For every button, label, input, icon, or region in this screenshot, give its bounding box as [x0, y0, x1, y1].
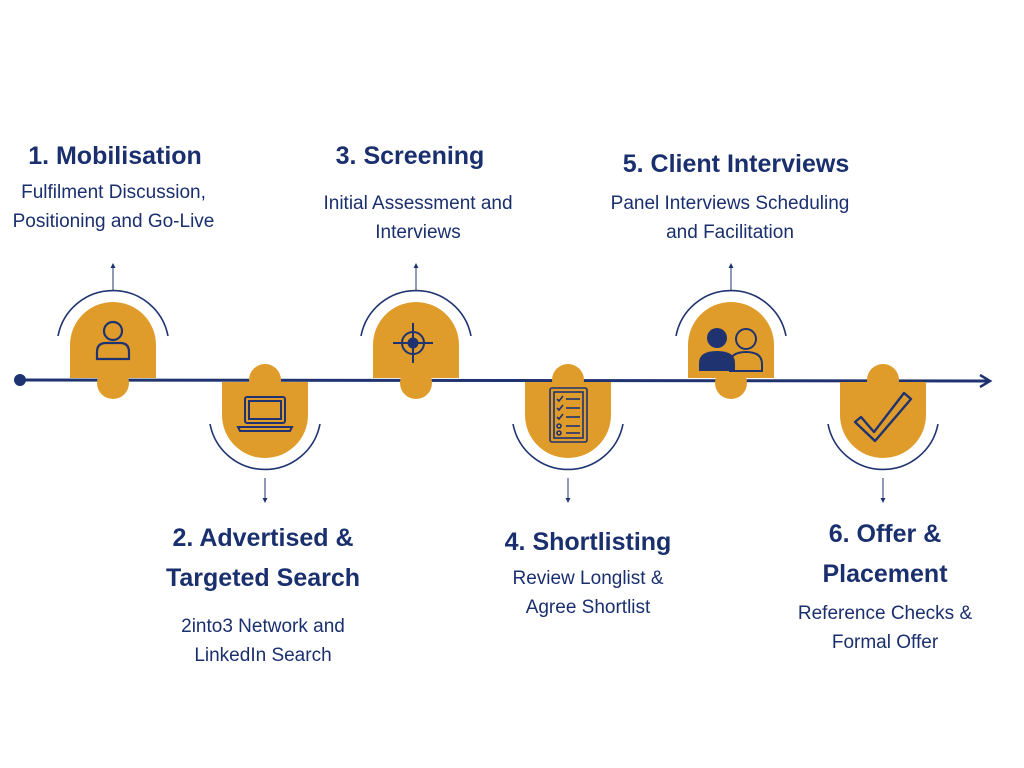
timeline-arrowhead [979, 373, 993, 389]
step-1-badge-tail [97, 367, 129, 399]
step-2-title: 2. Advertised & Targeted Search [165, 524, 361, 592]
step-1-description: Fulfilment Discussion, Positioning and G… [12, 182, 215, 232]
step-6-description: Reference Checks & Formal Offer [797, 603, 973, 653]
laptop-icon [236, 396, 294, 432]
timeline [14, 373, 993, 389]
step-4-arc [512, 423, 624, 471]
step-2-node [209, 364, 321, 503]
step-3-title: 3. Screening [335, 142, 485, 170]
step-5-node [675, 263, 787, 399]
step-6-title: 6. Offer & Placement [822, 520, 948, 588]
step-2-badge-tail [249, 364, 281, 396]
step-2-connector-arrow [262, 498, 268, 503]
step-2-description: 2into3 Network and LinkedIn Search [181, 616, 345, 666]
step-2-arc [209, 423, 321, 471]
step-6-node [827, 364, 939, 503]
person-icon [95, 320, 131, 361]
timeline-line [19, 378, 989, 383]
step-6-badge-tail [867, 364, 899, 396]
checkmark-icon [853, 391, 913, 443]
step-5-arc [675, 289, 787, 337]
step-5-badge-tail [715, 367, 747, 399]
step-3-description: Initial Assessment and Interviews [323, 193, 513, 243]
step-3-connector-arrow [413, 263, 419, 268]
step-3-arc [360, 289, 472, 337]
step-4-title: 4. Shortlisting [504, 528, 672, 556]
step-5-description: Panel Interviews Scheduling and Facilita… [610, 193, 850, 243]
step-3-node [360, 263, 472, 399]
step-6-arc [827, 423, 939, 471]
step-5-connector-arrow [728, 263, 734, 268]
step-6-connector-arrow [880, 498, 886, 503]
step-4-node [512, 364, 624, 503]
target-icon [393, 323, 433, 363]
step-1-node [57, 263, 169, 399]
step-1-arc [57, 289, 169, 337]
step-4-description: Review Longlist & Agree Shortlist [512, 568, 664, 618]
checklist-icon [549, 387, 588, 443]
step-4-connector-arrow [565, 498, 571, 503]
step-3-badge-tail [400, 367, 432, 399]
step-1-title: 1. Mobilisation [28, 142, 202, 170]
people-icon [699, 328, 763, 372]
step-4-badge [525, 382, 611, 458]
step-5-title: 5. Client Interviews [622, 150, 850, 178]
step-1-connector-arrow [110, 263, 116, 268]
